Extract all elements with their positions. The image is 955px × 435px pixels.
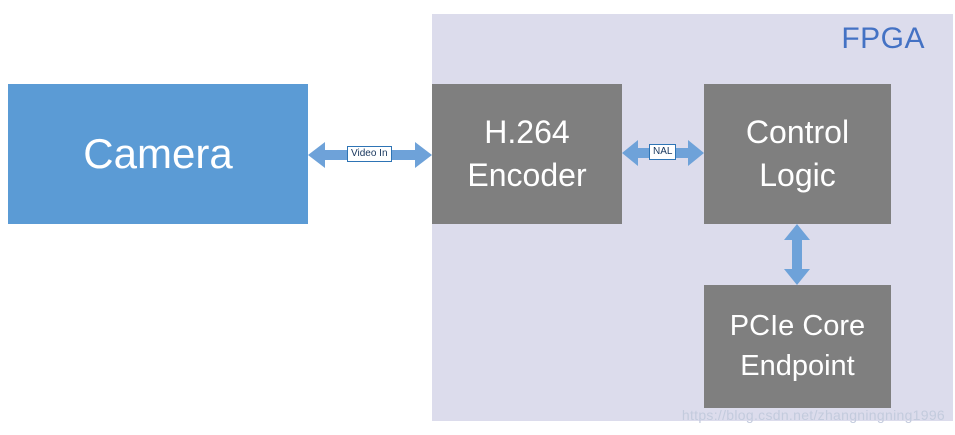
camera-label: Camera [83, 129, 233, 177]
control-to-pcie-double-arrow-icon [784, 224, 810, 285]
nal-connector-label: NAL [649, 144, 677, 160]
h264-encoder-block: H.264 Encoder [432, 84, 622, 224]
camera-block: Camera [8, 84, 308, 224]
video-in-connector-label: Video In [347, 146, 392, 162]
watermark-text: https://blog.csdn.net/zhangningning1996 [681, 407, 945, 423]
pcie-core-endpoint-block: PCIe Core Endpoint [704, 285, 891, 408]
fpga-label: FPGA [841, 22, 925, 55]
pcie-core-endpoint-label: PCIe Core Endpoint [729, 310, 866, 382]
h264-encoder-label: H.264 Encoder [467, 113, 587, 193]
control-logic-block: Control Logic [704, 84, 891, 224]
control-logic-label: Control Logic [745, 113, 850, 193]
